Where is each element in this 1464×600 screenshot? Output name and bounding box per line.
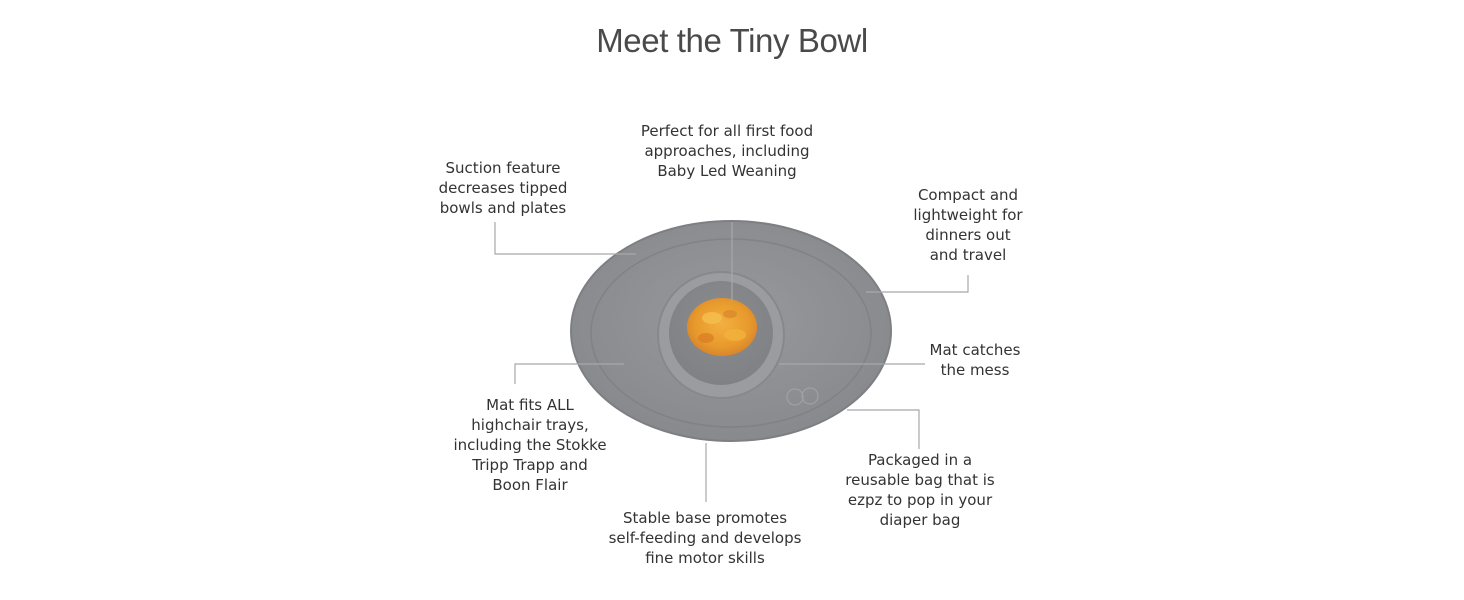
callout-line: dinners out [925,226,1011,244]
callout-line: diaper bag [879,511,961,529]
callout-stable-base: Stable base promotes self-feeding and de… [585,508,825,568]
callout-line: the mess [940,361,1010,379]
callout-compact: Compact and lightweight for dinners out … [893,185,1043,265]
callout-line: including the Stokke [453,436,607,454]
callout-line: decreases tipped [438,179,568,197]
callout-line: Mat fits ALL [486,396,574,414]
page-title: Meet the Tiny Bowl [596,22,868,59]
callout-line: reusable bag that is [845,471,995,489]
callout-line: ezpz to pop in your [847,491,993,509]
callout-line: Tripp Trapp and [472,456,588,474]
callout-line: and travel [929,246,1007,264]
callout-line: Compact and [917,186,1019,204]
callout-packaged: Packaged in a reusable bag that is ezpz … [820,450,1020,530]
callout-mat-fits: Mat fits ALL highchair trays, including … [420,395,640,495]
ezpz-logo [786,387,819,406]
callout-line: Perfect for all first food [640,122,814,140]
callout-line: Stable base promotes [622,509,788,527]
callout-first-food: Perfect for all first food approaches, i… [612,121,842,181]
callout-line: bowls and plates [439,199,567,217]
callout-line: Boon Flair [492,476,568,494]
mat-inner-rim [590,238,872,428]
callout-line: highchair trays, [471,416,589,434]
callout-line: approaches, including [644,142,810,160]
callout-line: fine motor skills [645,549,765,567]
callout-line: Baby Led Weaning [657,162,797,180]
callout-line: Suction feature [445,159,561,177]
food [687,298,757,356]
callout-line: Packaged in a [867,451,973,469]
callout-suction: Suction feature decreases tipped bowls a… [418,158,588,218]
callout-mat-catches: Mat catches the mess [910,340,1040,380]
callout-line: Mat catches [929,341,1021,359]
callout-line: self-feeding and develops [608,529,802,547]
callout-line: lightweight for [913,206,1023,224]
